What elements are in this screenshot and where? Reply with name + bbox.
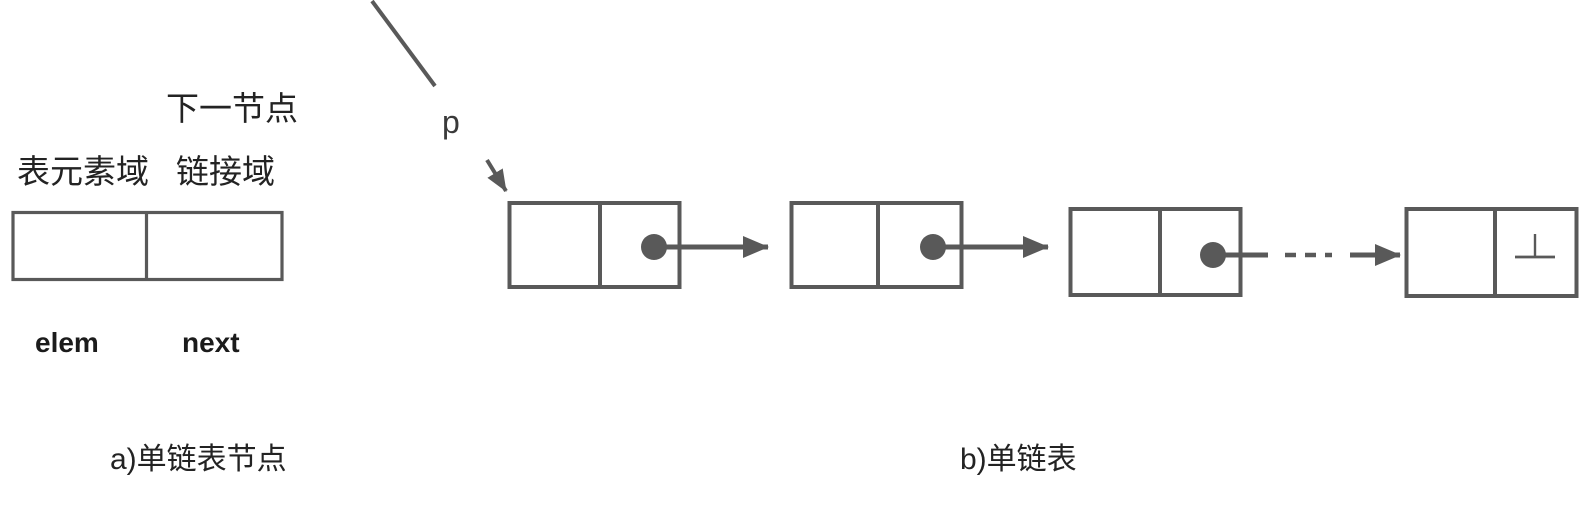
label-next-node: 下一节点 [166, 90, 298, 127]
pointer-arrow-to-head-node [485, 158, 508, 193]
label-field-next: next [182, 327, 240, 358]
label-field-elem: elem [35, 327, 99, 358]
node-4-outer-rect [1404, 207, 1579, 298]
null-terminator-icon [1515, 234, 1555, 259]
node-3-outer-rect [1068, 207, 1243, 297]
caption-panel-a: a)单链表节点 [110, 443, 287, 476]
pointer-p-group [370, 0, 508, 193]
label-elem-domain: 表元素域 [17, 153, 149, 190]
list-node-3 [1068, 207, 1268, 297]
caption-panel-b: b)单链表 [960, 443, 1077, 476]
list-node-1 [507, 201, 769, 289]
list-node-2 [789, 201, 1049, 289]
panel-a-node-box [11, 210, 284, 282]
pointer-leader-line [370, 0, 437, 88]
label-pointer-p: p [442, 104, 460, 140]
label-link-domain: 链接域 [176, 153, 275, 190]
list-node-4 [1404, 207, 1579, 298]
